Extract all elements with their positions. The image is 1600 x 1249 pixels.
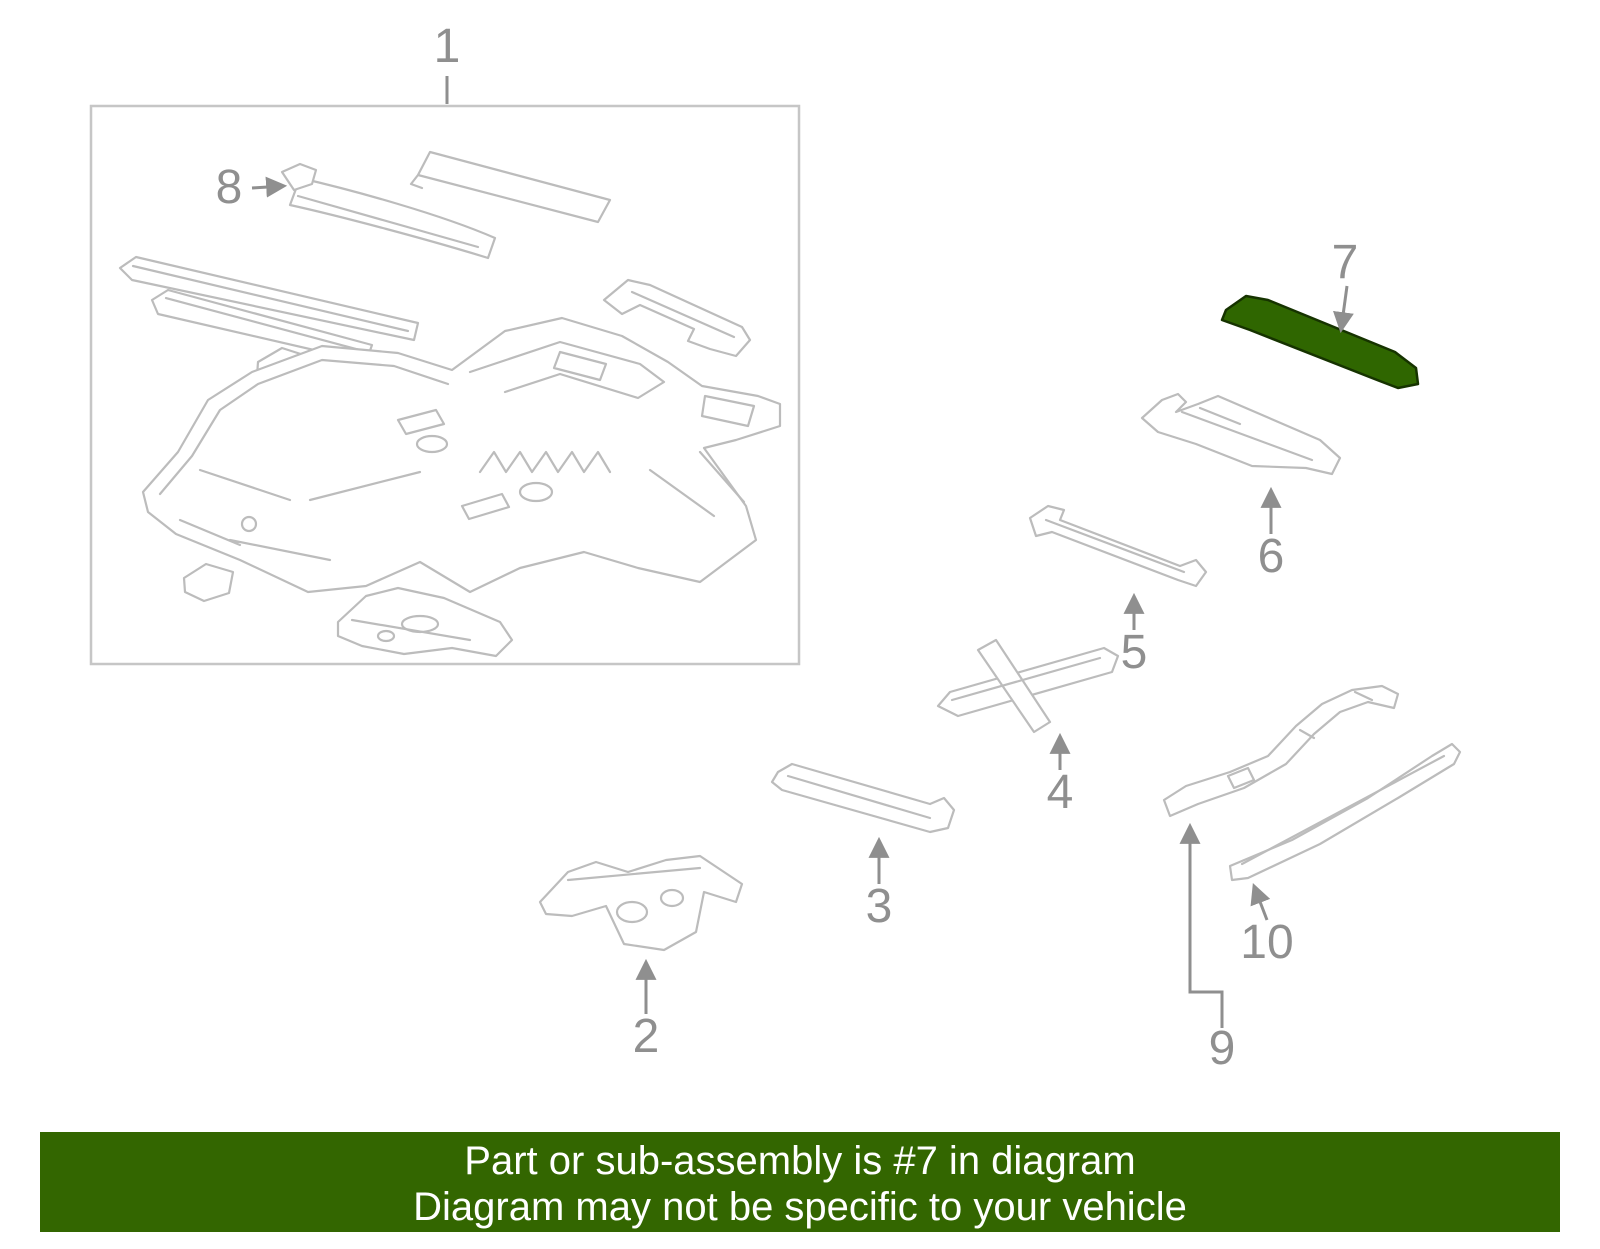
part2-hole-2: [659, 888, 685, 908]
part-4-group: 4: [936, 638, 1120, 819]
callout-1: 1: [434, 20, 461, 104]
part-5-group: 5: [1028, 504, 1208, 679]
part2-hole-1: [615, 900, 649, 924]
part-6-group: 6: [1140, 392, 1342, 583]
callout-3: 3: [866, 836, 893, 933]
part2-detail-art: [566, 866, 702, 882]
callout-7-label: 7: [1332, 236, 1359, 289]
part5-detail-art: [1044, 518, 1186, 574]
banner-line-1: Part or sub-assembly is #7 in diagram: [464, 1139, 1135, 1183]
callout-6: 6: [1258, 486, 1285, 583]
part8-member-art: [288, 176, 497, 260]
callout-2-label: 2: [633, 1010, 660, 1063]
callout-10-label: 10: [1240, 916, 1293, 969]
right-channel-art: [602, 278, 752, 358]
callout-4-label: 4: [1047, 766, 1074, 819]
assembly-box-border: [89, 104, 801, 666]
callout-1-label: 1: [434, 20, 461, 73]
callout-5-label: 5: [1121, 626, 1148, 679]
part9-rail-art: [1162, 684, 1400, 818]
part-7-group: 7: [1220, 236, 1420, 390]
callout-6-label: 6: [1258, 530, 1285, 583]
floor-pan-hole-3: [240, 515, 258, 533]
floor-pan-hole-2: [518, 481, 554, 503]
callout-7: 7: [1332, 236, 1359, 334]
callout-9-label: 9: [1209, 1022, 1236, 1075]
part-9-group: 9: [1162, 684, 1400, 1075]
callout-8-label: 8: [216, 161, 243, 214]
part7-highlighted-art: [1220, 294, 1420, 390]
callout-9: 9: [1179, 822, 1236, 1075]
part3-detail-art: [786, 774, 932, 820]
part-10-group: 10: [1228, 742, 1462, 969]
thin-rail-detail-art: [131, 264, 410, 352]
part-3-group: 3: [770, 762, 956, 933]
callout-4: 4: [1047, 732, 1074, 819]
part4-detail-art: [950, 656, 1102, 702]
floor-pan-hole-1: [415, 434, 449, 454]
part6-detail-art: [1180, 406, 1314, 462]
part10-rail-detail-art: [1240, 754, 1446, 866]
floor-pan-assembly-group: 1 8: [89, 20, 801, 666]
floor-pan-details: [158, 340, 756, 562]
lower-bracket-hole-2: [376, 629, 396, 643]
callout-8-line: [251, 176, 288, 198]
callout-5: 5: [1121, 592, 1148, 679]
part-2-group: 2: [538, 854, 744, 1063]
callout-3-label: 3: [866, 880, 893, 933]
callout-7-line: [1333, 285, 1354, 334]
part9-rail-detail-art: [1226, 690, 1374, 790]
small-plate-art: [182, 562, 235, 603]
lower-bracket-hole-1: [400, 614, 440, 634]
callout-10-line: [1250, 883, 1271, 921]
part4-strap-art: [976, 638, 1052, 734]
banner-line-2: Diagram may not be specific to your vehi…: [413, 1185, 1187, 1229]
highlight-banner: Part or sub-assembly is #7 in diagram Di…: [40, 1132, 1560, 1232]
callout-2: 2: [633, 958, 660, 1063]
callout-9-line: [1179, 822, 1224, 1028]
upper-crossmember-art: [409, 150, 612, 224]
floor-pan-outline: [141, 316, 782, 594]
part8-bracket-art: [280, 162, 318, 192]
callout-10: 10: [1240, 883, 1294, 969]
right-channel-detail-art: [630, 290, 736, 339]
callout-8: 8: [216, 161, 288, 214]
banner-background: [40, 1132, 1560, 1232]
